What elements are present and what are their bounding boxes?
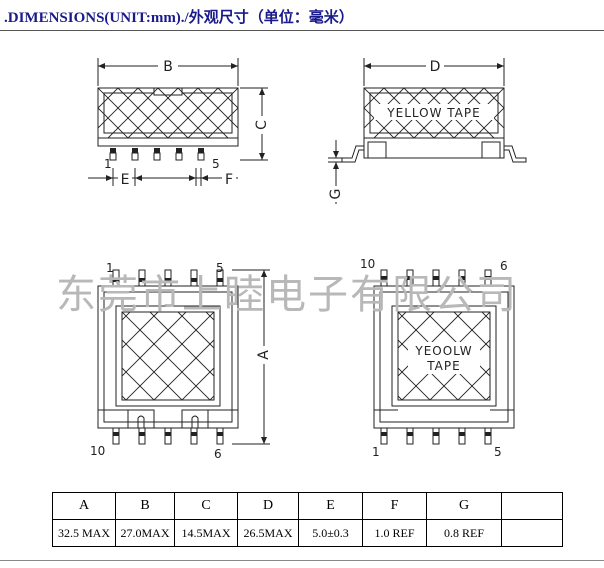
front-pin-1-label: 1 (104, 157, 112, 171)
bottom-pin-1-label: 1 (106, 261, 114, 275)
front-view: B 1 5 C (88, 58, 270, 188)
bottom-divider (0, 560, 604, 561)
header-cell-g: G (426, 492, 502, 520)
value-cell-f: 1.0 REF (362, 519, 427, 547)
title-divider (0, 30, 604, 31)
front-pin-5-label: 5 (212, 157, 220, 171)
value-cell-b: 27.0MAX (115, 519, 175, 547)
value-cell-c: 14.5MAX (174, 519, 238, 547)
top-pin-10-label: 10 (360, 257, 375, 271)
header-cell-d: D (237, 492, 299, 520)
dim-e-label: E (121, 172, 130, 188)
dim-d-label: D (430, 59, 441, 75)
bottom-pin-10-label: 10 (90, 444, 105, 458)
table-value-row: 32.5 MAX 27.0MAX 14.5MAX 26.5MAX 5.0±0.3… (52, 519, 563, 547)
bottom-pin-6-label: 6 (214, 447, 222, 461)
header-cell-a: A (52, 492, 116, 520)
top-tape-line1: YEOOLW (414, 344, 472, 358)
value-cell-e: 5.0±0.3 (298, 519, 363, 547)
header-cell-b: B (115, 492, 175, 520)
company-watermark: 东莞市上睦电子有限公司 (56, 272, 518, 318)
header-cell-empty (501, 492, 563, 520)
dim-b-label: B (163, 59, 173, 75)
dim-c-label: C (254, 120, 270, 130)
value-cell-g: 0.8 REF (426, 519, 502, 547)
bottom-view: 1 5 (90, 261, 272, 461)
page-title: .DIMENSIONS(UNIT:mm)./外观尺寸（单位：毫米） (4, 10, 354, 26)
dim-f-label: F (225, 172, 233, 188)
side-view: D YELLOW TAPE G (328, 58, 527, 204)
dim-g-label: G (328, 189, 344, 200)
header-cell-c: C (174, 492, 238, 520)
dim-a-label: A (256, 350, 272, 360)
dimensions-table: A B C D E F G 32.5 MAX 27.0MAX 14.5MAX 2… (52, 492, 563, 547)
side-tape-label: YELLOW TAPE (386, 106, 480, 120)
header-cell-f: F (362, 492, 427, 520)
bottom-pin-5-label: 5 (216, 261, 224, 275)
value-cell-empty (501, 519, 563, 547)
table-header-row: A B C D E F G (52, 492, 563, 520)
top-pin-1-label: 1 (372, 445, 380, 459)
value-cell-a: 32.5 MAX (52, 519, 116, 547)
header-cell-e: E (298, 492, 363, 520)
value-cell-d: 26.5MAX (237, 519, 299, 547)
top-tape-line2: TAPE (426, 359, 460, 373)
top-view: 10 6 YEOOLW TAPE (360, 257, 515, 459)
top-pin-5-label: 5 (494, 445, 502, 459)
top-pin-6-label: 6 (500, 259, 508, 273)
